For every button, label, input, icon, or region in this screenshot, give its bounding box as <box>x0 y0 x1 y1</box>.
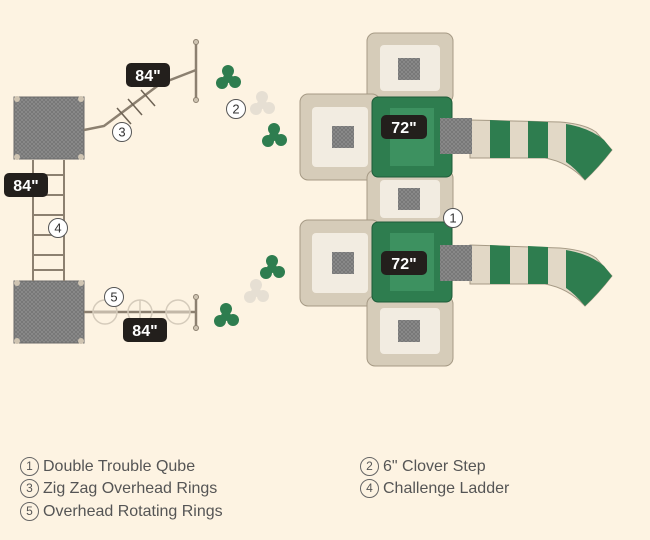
legend-number: 1 <box>20 457 39 476</box>
legend-number: 4 <box>360 479 379 498</box>
svg-text:3: 3 <box>118 125 125 140</box>
legend-label: Double Trouble Qube <box>43 458 196 475</box>
legend-label: Challenge Ladder <box>383 480 510 497</box>
qube-cubes <box>299 32 472 367</box>
dimension-label: 84" <box>4 173 48 197</box>
bottom-slide <box>469 244 613 307</box>
zig-zag-overhead-rings <box>83 39 199 132</box>
legend-label: Zig Zag Overhead Rings <box>43 480 218 497</box>
svg-text:2: 2 <box>232 102 239 117</box>
dimension-label: 72" <box>381 115 427 139</box>
callout-1: 1 <box>443 208 463 228</box>
callout-3: 3 <box>112 122 132 142</box>
legend-number: 5 <box>20 502 39 521</box>
dimension-label: 84" <box>123 318 167 342</box>
svg-text:72": 72" <box>391 256 416 273</box>
svg-text:5: 5 <box>110 290 117 305</box>
top-slide <box>469 119 613 181</box>
legend-number: 3 <box>20 479 39 498</box>
legend-number: 2 <box>360 457 379 476</box>
dimension-label: 72" <box>381 251 427 275</box>
svg-text:84": 84" <box>132 323 157 340</box>
dimension-label: 84" <box>126 63 170 87</box>
svg-text:1: 1 <box>449 211 456 226</box>
playground-plan: 84" 84" 84" 72" 72" 1 2 3 4 5 <box>4 32 613 367</box>
callout-5: 5 <box>104 287 124 307</box>
callout-2: 2 <box>226 99 246 119</box>
legend-label: Overhead Rotating Rings <box>43 503 223 520</box>
svg-text:84": 84" <box>135 68 160 85</box>
left-top-deck <box>13 96 85 160</box>
svg-text:72": 72" <box>391 120 416 137</box>
svg-text:4: 4 <box>54 221 61 236</box>
svg-text:84": 84" <box>13 178 38 195</box>
left-bottom-deck <box>13 280 85 344</box>
clover-steps <box>214 65 287 327</box>
callout-4: 4 <box>48 218 68 238</box>
legend-label: 6" Clover Step <box>383 458 486 475</box>
